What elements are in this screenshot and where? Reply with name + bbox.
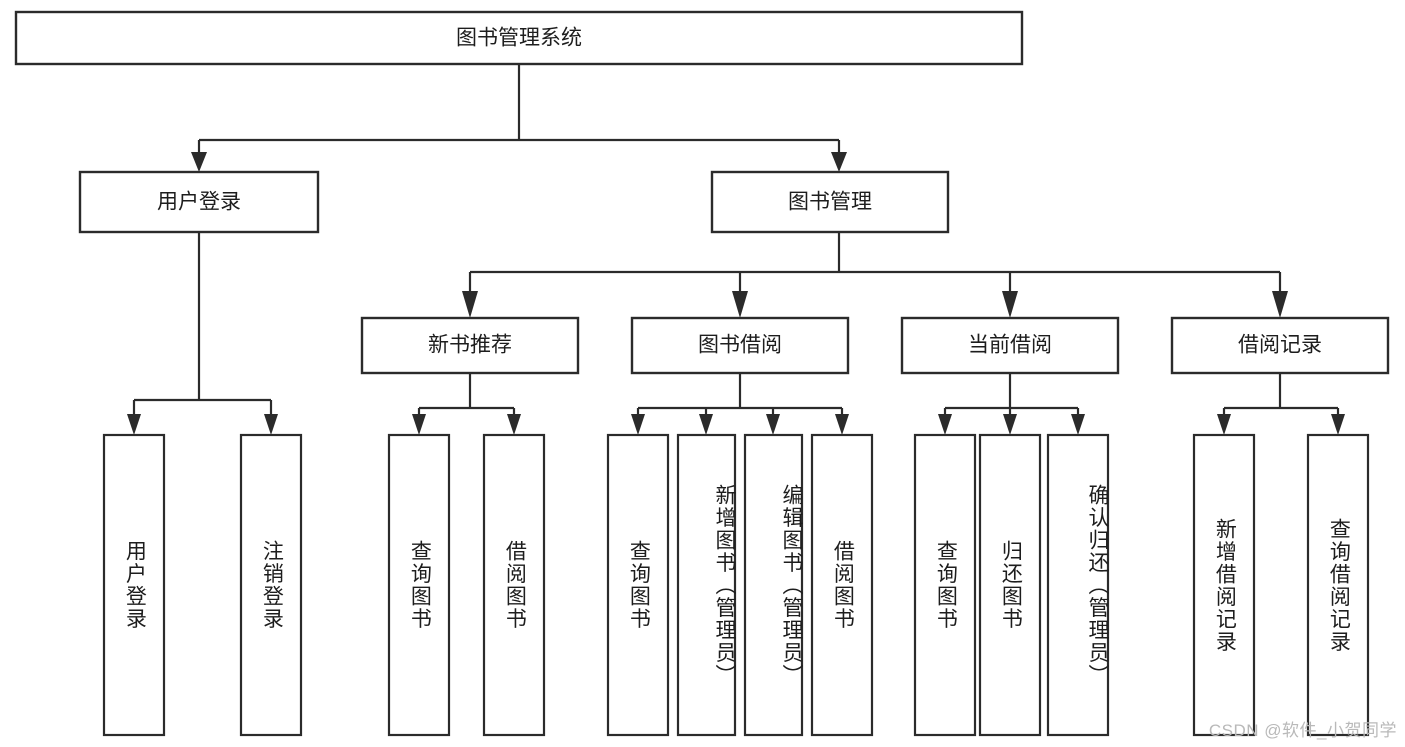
arrow-leaf-edit-book [766, 414, 780, 435]
node-book-borrow-label: 图书借阅 [698, 334, 782, 357]
arrow-leaf-add-book [699, 414, 713, 435]
arrow-to-book-manage [831, 152, 847, 172]
node-current-borrow-box[interactable] [900, 316, 1120, 375]
connectors-booklogin-to-leaves [127, 232, 278, 435]
node-book-manage-box[interactable] [710, 170, 950, 234]
arrow-leaf-user-login [127, 414, 141, 435]
arrow-leaf-logout [264, 414, 278, 435]
arrow-to-current-borrow [1002, 291, 1018, 318]
leaf-box-borrow-book-2[interactable] [810, 433, 874, 737]
arrow-leaf-return-book [1003, 414, 1017, 435]
node-root-box[interactable] [14, 10, 1024, 66]
arrow-to-borrow-record [1272, 291, 1288, 318]
connectors-borrowrecord-to-leaves [1217, 373, 1345, 435]
arrow-leaf-query-book-3 [938, 414, 952, 435]
node-borrow-record-label: 借阅记录 [1238, 334, 1322, 357]
arrow-leaf-borrow-book-2 [835, 414, 849, 435]
leaf-box-borrow-book-1[interactable] [482, 433, 546, 737]
leaf-box-user-login[interactable] [102, 433, 166, 737]
connectors-bookborrow-to-leaves [631, 373, 849, 435]
csdn-watermark: CSDN @软件_小贺同学 [1208, 721, 1397, 740]
node-user-login-box[interactable] [78, 170, 320, 234]
arrow-leaf-query-record [1331, 414, 1345, 435]
node-book-borrow-box[interactable] [630, 316, 850, 375]
node-book-borrow[interactable]: 图书借阅 [630, 316, 850, 375]
node-user-login[interactable]: 用户登录 [78, 170, 320, 234]
leaf-box-query-book-3[interactable] [913, 433, 977, 737]
arrow-leaf-add-record [1217, 414, 1231, 435]
connectors-root-to-level2 [191, 64, 847, 172]
leaf-box-confirm-return[interactable] [1046, 433, 1110, 737]
arrow-leaf-query-book-1 [412, 414, 426, 435]
leaf-box-logout[interactable] [239, 433, 303, 737]
node-borrow-record[interactable]: 借阅记录 [1170, 316, 1390, 375]
node-current-borrow[interactable]: 当前借阅 [900, 316, 1120, 375]
arrow-leaf-borrow-book-1 [507, 414, 521, 435]
node-root[interactable]: 图书管理系统 [14, 10, 1024, 66]
arrow-leaf-query-book-2 [631, 414, 645, 435]
leaf-box-query-book-1[interactable] [387, 433, 451, 737]
leaf-box-query-record[interactable] [1306, 433, 1370, 737]
node-root-label: 图书管理系统 [456, 27, 582, 50]
leaf-box-return-book[interactable] [978, 433, 1042, 737]
node-book-manage-label: 图书管理 [788, 191, 872, 214]
node-user-login-label: 用户登录 [157, 191, 241, 214]
node-new-book-recommend-label: 新书推荐 [428, 334, 512, 357]
arrow-to-new-book-rec [462, 291, 478, 318]
leaf-box-edit-book[interactable] [743, 433, 804, 737]
arrow-to-book-borrow [732, 291, 748, 318]
node-current-borrow-label: 当前借阅 [968, 334, 1052, 357]
arrow-leaf-confirm-return [1071, 414, 1085, 435]
node-new-book-recommend[interactable]: 新书推荐 [360, 316, 580, 375]
connectors-bookmanage-to-level3 [462, 232, 1288, 318]
node-borrow-record-box[interactable] [1170, 316, 1390, 375]
node-new-book-recommend-box[interactable] [360, 316, 580, 375]
leaf-box-add-book[interactable] [676, 433, 737, 737]
connectors-newbook-to-leaves [412, 373, 521, 435]
leaf-box-query-book-2[interactable] [606, 433, 670, 737]
node-book-manage[interactable]: 图书管理 [710, 170, 950, 234]
leaf-box-add-record[interactable] [1192, 433, 1256, 737]
connectors-currentborrow-to-leaves [938, 373, 1085, 435]
arrow-to-user-login [191, 152, 207, 172]
